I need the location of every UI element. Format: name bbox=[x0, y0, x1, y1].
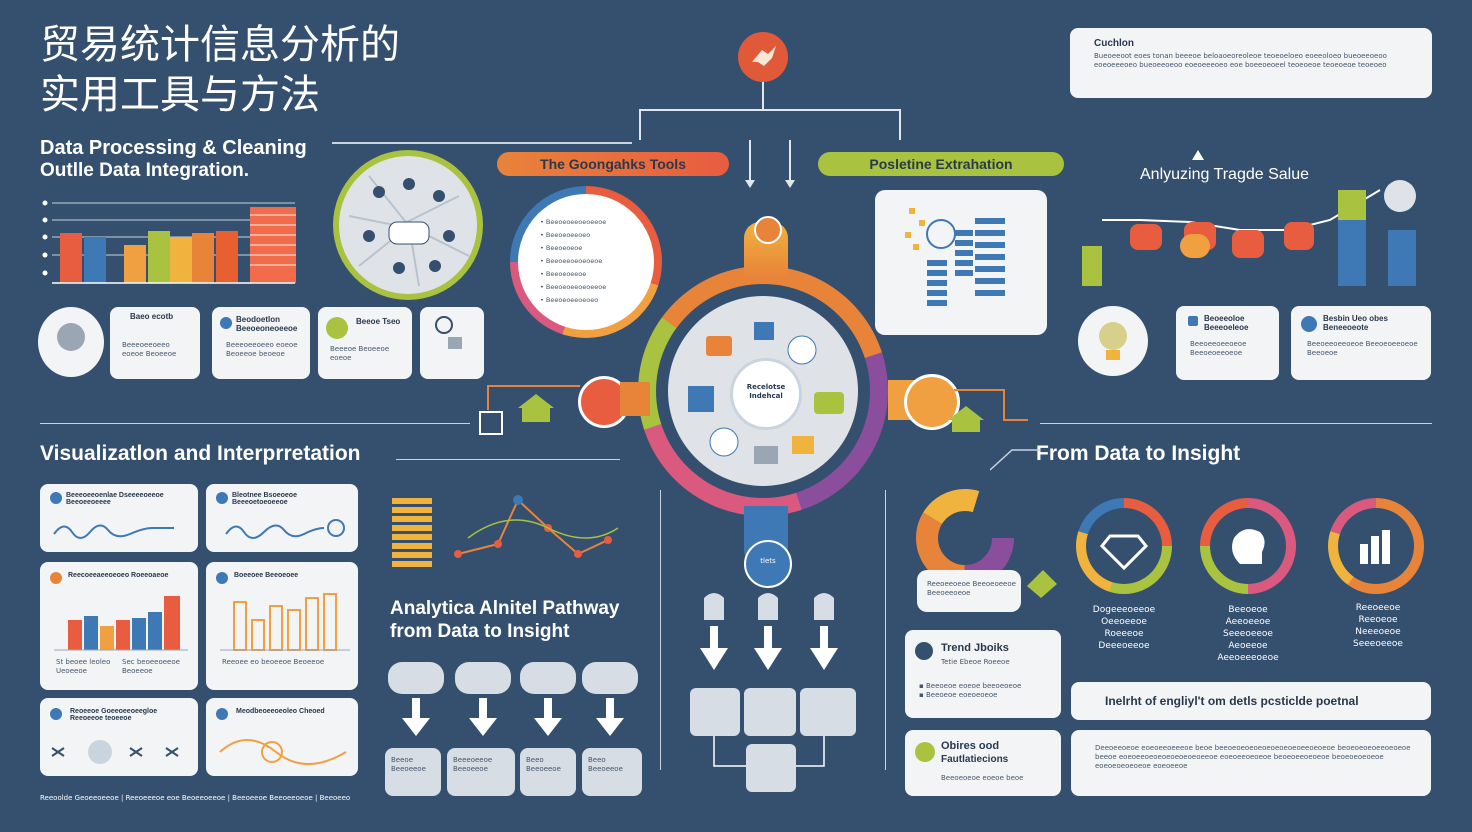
viz-caption-1: St beoee leoleo Ueoeeoe bbox=[56, 658, 111, 675]
objects-title: Obires ood bbox=[941, 740, 1000, 752]
arrow-down-icon bbox=[596, 718, 624, 736]
insight-body-card: Deeoeeoeoe eoeoeeoeeeoe beoe beeoeoeoeoe… bbox=[1071, 730, 1431, 796]
viz-card-2: Bleotnee Bsoeoeoe Beeeoetoeoeeoe bbox=[206, 484, 358, 552]
pathway-icon-3[interactable] bbox=[520, 662, 576, 694]
viz-card-5-title: Reoeeoe Goeeoeeoeegloe Reeoeeoe teoeeoe bbox=[70, 708, 158, 722]
section-insight-title: From Data to Insight bbox=[1036, 442, 1241, 465]
arrow-down-icon bbox=[469, 718, 497, 736]
pathway-icon-2[interactable] bbox=[455, 662, 511, 694]
map-circle bbox=[333, 150, 483, 300]
bird-logo-icon bbox=[738, 32, 788, 82]
insight-bar: Inelrht of engliyl't om detls pcsticlde … bbox=[1071, 682, 1431, 720]
tools-pill: The Goongahks Tools bbox=[497, 152, 729, 176]
extraction-card bbox=[875, 190, 1047, 335]
viz-caption-3: Reeoee eo beoeeoe Beoeeoe bbox=[222, 658, 325, 666]
insight-caption-2: Beeoeoe Aeeoeeoe Seeeoeeoe Aeoeeoe Aeeoe… bbox=[1217, 605, 1279, 663]
section-processing-subtitle: Outlle Data Integration. bbox=[40, 160, 250, 181]
insight-donut-card: Reeoeeoeoe Beeoeoeeoe Beeoeeoeoe bbox=[915, 488, 1057, 614]
center-flow bbox=[690, 593, 856, 792]
caution-box: Cuchlon Bueoeeoot eoes tonan beeeoe belo… bbox=[1070, 28, 1432, 98]
insight-caption-3: Reeoeeoe Reeoeoe Neeeoeoe Seeeoeeoe bbox=[1353, 603, 1403, 649]
insight-caption-1: Dogeeeoeeoe Oeeoeeoe Roeeeoe Deeeoeeoe bbox=[1092, 605, 1156, 651]
viz-card-3-title: Reecoeeaeeoeoeo Roeeoaeoe bbox=[68, 572, 169, 579]
insight-bar-text: Inelrht of engliyl't om detls pcsticlde … bbox=[1105, 694, 1359, 708]
viz-card-1-title: Beeeoeeoenlae Dseeeeoeeoe Beeoeeoeeee bbox=[66, 492, 164, 506]
trade-chart bbox=[1082, 150, 1416, 286]
processing-bar-chart bbox=[42, 200, 296, 284]
viz-card-5: Reoeeoe Goeeoeeoeegloe Reeoeeoe teoeeoe bbox=[40, 698, 198, 776]
right-card-2: Besbin Ueo obes Beneeoeote Beeoeeoeeoeoe… bbox=[1291, 306, 1431, 380]
pathway-icon-1[interactable] bbox=[388, 662, 444, 694]
right-card-1-title: Beoeeoloe Beeeoeleoe bbox=[1204, 314, 1249, 332]
section-processing-title: Data Processing & Cleaning bbox=[40, 137, 307, 159]
right-connector bbox=[948, 389, 1028, 432]
center-hub: Recelotse Indehcal bbox=[638, 266, 888, 516]
hub-label: Recelotse Indehcal bbox=[746, 383, 786, 400]
diamond-circle bbox=[1076, 498, 1172, 594]
trend-card: Trend Jboiks Tetie Ebeoe Roeeoe ▪ Beeoeo… bbox=[905, 630, 1061, 718]
viz-card-6-title: Meodbeoeeoeoleo Cheoed bbox=[236, 708, 325, 715]
top-connectors bbox=[639, 82, 901, 188]
right-card-1: Beoeeoloe Beeeoeleoe Beeoeeoeeoeoe Beeoe… bbox=[1176, 306, 1279, 380]
bar-chart-circle bbox=[1328, 498, 1424, 594]
left-card-2: Beodoetlon Beeoeoneoeeoe Beeeoeeoeeo eoe… bbox=[212, 307, 310, 379]
viz-card-3: Reecoeeaeeoeoeo Roeeoaeoe St beoee leole… bbox=[40, 562, 198, 690]
pathway-step-3: Beeo Beeoeeoe bbox=[520, 748, 576, 796]
pathway-icon-4[interactable] bbox=[582, 662, 638, 694]
footer-text: Reeoolde Geoeeoeeoe | Reeoeeeoe eoe Beoe… bbox=[40, 794, 351, 802]
top-spoke bbox=[744, 216, 788, 278]
viz-card-6: Meodbeoeeoeoleo Cheoed bbox=[206, 698, 358, 776]
right-spoke-icon bbox=[904, 374, 960, 430]
caution-text: Bueoeeoot eoes tonan beeeoe beloaoeoreol… bbox=[1094, 52, 1387, 69]
pathway-title-line2: from Data to Insight bbox=[390, 621, 570, 642]
page-title-line2: 实用工具与方法 bbox=[40, 72, 320, 118]
arrow-down-icon bbox=[534, 718, 562, 736]
objects-card: Obires ood Fautlatiecions Beeoeoeoe eoeo… bbox=[905, 730, 1061, 796]
objects-sub: Fautlatiecions bbox=[941, 754, 1009, 765]
left-card-3-title: Beeoe Tseo bbox=[356, 317, 401, 326]
viz-caption-2: Sec beoeeoeeoe Beoeeoe bbox=[122, 658, 180, 675]
pathway-title-line1: Analytica Alnitel Pathway bbox=[390, 598, 620, 619]
bottom-icon: tlets bbox=[744, 540, 792, 588]
viz-card-1: Beeeoeeoenlae Dseeeeoeeoe Beeoeeoeeee bbox=[40, 484, 198, 552]
viz-card-4-title: Boeeoee Beeoeoee bbox=[234, 572, 299, 579]
left-card-1-title: Baeo ecotb bbox=[130, 312, 174, 321]
pathway-step-4: Beeo Beeoeeoe bbox=[582, 748, 642, 796]
viz-card-2-title: Bleotnee Bsoeoeoe Beeeoetoeoeeoe bbox=[232, 492, 297, 506]
trend-sub: Tetie Ebeoe Roeeoe bbox=[941, 658, 1010, 666]
tools-bubble: • Beeoeoeeoeoeeoe• Beeoeoeeoeo• Beeoeoeo… bbox=[510, 186, 662, 338]
insight-body-text: Deeoeeoeoe eoeoeeoeeeoe beoe beeoeoeoeoe… bbox=[1095, 744, 1411, 770]
right-card-2-title: Besbin Ueo obes Beneeoeote bbox=[1323, 314, 1388, 332]
arrow-down-icon bbox=[402, 718, 430, 736]
left-card-4 bbox=[420, 307, 484, 379]
section-visualization-title: Visualizatlon and Interprretation bbox=[40, 442, 361, 465]
trade-label: Anlyuzing Tragde Salue bbox=[1140, 166, 1309, 183]
left-card-3: Beeoe Tseo Beeeoe Beoeeoe eoeoe bbox=[318, 307, 412, 379]
viz-card-4: Boeeoee Beeoeoee Reeoee eo beoeeoe Beoee… bbox=[206, 562, 358, 690]
divider bbox=[332, 142, 632, 144]
extraction-pill: Posletine Extrahation bbox=[818, 152, 1064, 176]
left-card-1: Baeo ecotb Beeeoeeoeeo eoeoe Beoeeoe bbox=[110, 307, 200, 379]
pathway-chart bbox=[392, 495, 619, 567]
left-connector bbox=[479, 385, 580, 435]
right-icon-card bbox=[1078, 306, 1148, 376]
head-circle bbox=[1200, 498, 1296, 594]
page-title-line1: 贸易统计信息分析的 bbox=[40, 22, 400, 68]
left-card-2-title: Beodoetlon Beeoeoneoeeoe bbox=[236, 315, 298, 333]
trend-title: Trend Jboiks bbox=[941, 642, 1009, 654]
pathway-step-2: Beeeoeeoe Beeoeeoe bbox=[447, 748, 515, 796]
pathway-step-1: Beeoe Beeoeeoe bbox=[385, 748, 441, 796]
caution-title: Cuchlon bbox=[1094, 38, 1134, 49]
left-icon-card bbox=[38, 307, 104, 377]
